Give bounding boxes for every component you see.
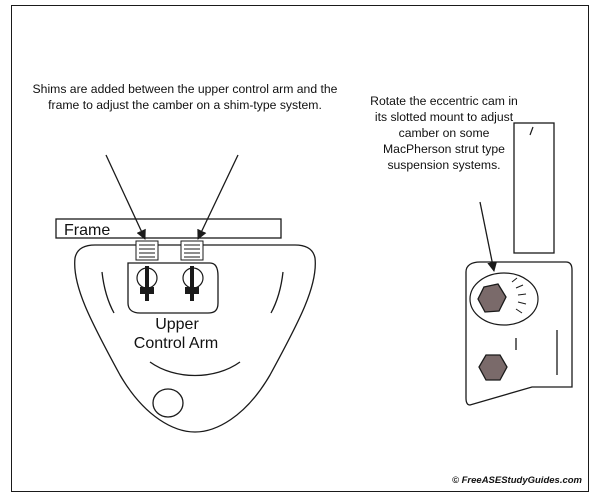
arrow-to-right-shim xyxy=(197,154,239,240)
frame-bar xyxy=(55,218,282,239)
strut-tube-mark xyxy=(529,126,534,136)
arrow-to-left-shim xyxy=(105,154,146,240)
lower-bolt-nut xyxy=(478,354,508,381)
shim-stack-right xyxy=(180,240,204,261)
shim-stack-left xyxy=(135,240,159,261)
arm-label-line1: Upper xyxy=(155,316,199,333)
arrow-to-eccentric-cam xyxy=(479,201,498,272)
copyright-credit: © FreeASEStudyGuides.com xyxy=(451,475,582,486)
arm-label-line2: Control Arm xyxy=(134,335,218,352)
frame-label: Frame xyxy=(64,222,110,239)
eccentric-cam xyxy=(469,272,539,326)
eccentric-cam-caption: Rotate the eccentric cam in its slotted … xyxy=(370,94,518,172)
figure-border xyxy=(11,5,589,492)
shim-caption: Shims are added between the upper contro… xyxy=(32,82,338,112)
mounting-bolts xyxy=(140,266,199,301)
